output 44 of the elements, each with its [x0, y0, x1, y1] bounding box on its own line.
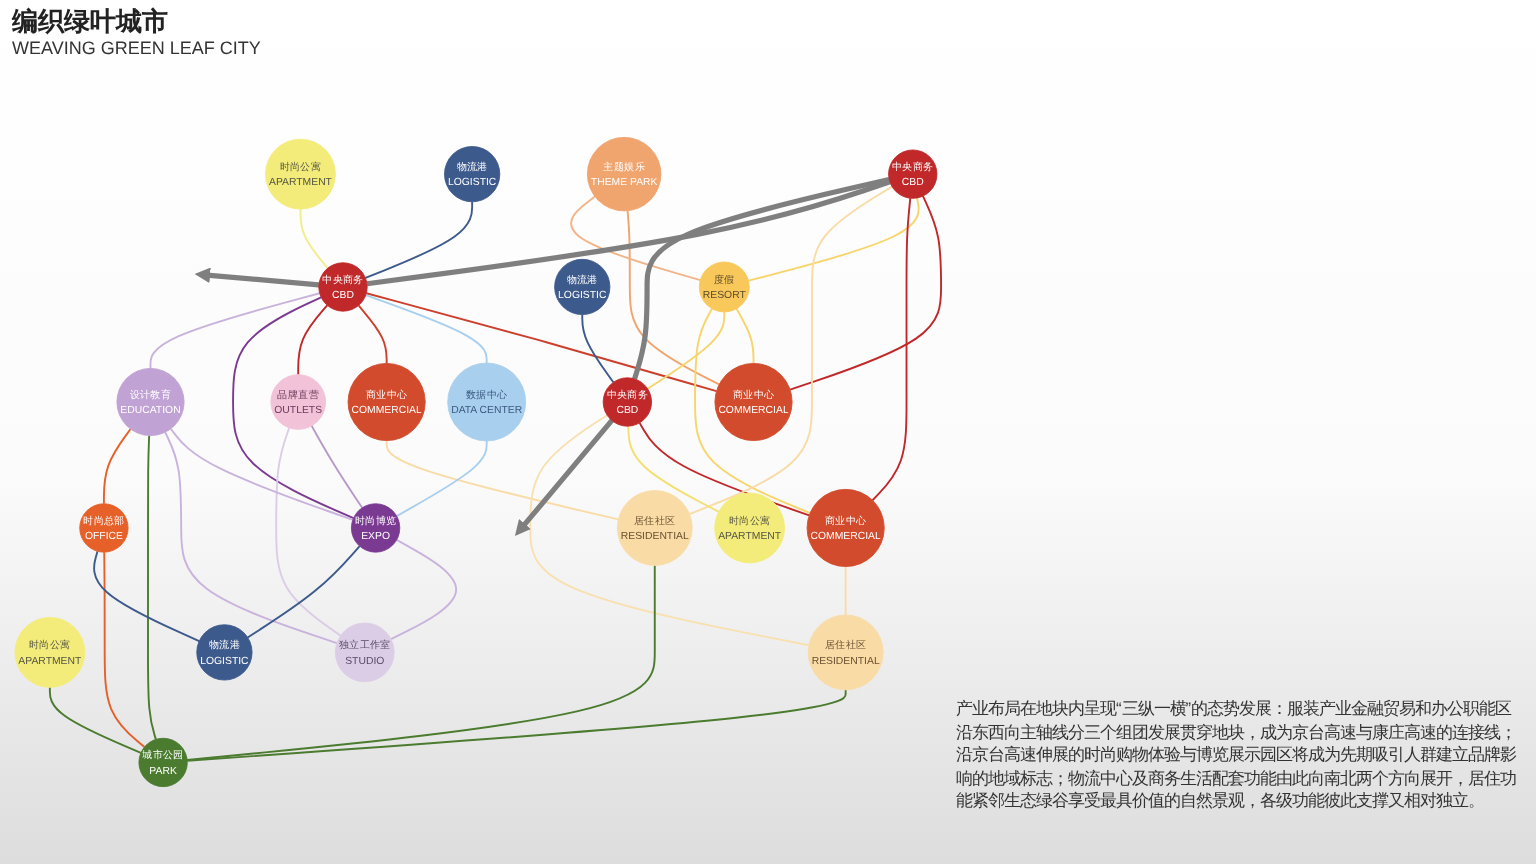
connector: [103, 551, 146, 748]
connector: [275, 426, 342, 637]
connector: [735, 307, 755, 365]
connector: [364, 200, 474, 279]
connector: [632, 177, 890, 380]
description-paragraph: 产业布局在地块内呈现“三纵一横”的态势发展：服装产业金融贸易和办公职能区沿东西向主轴线分三个组团发展贯穿地块，成为京台高速与康庄高速的连接线；沿京台高速伸展的时尚购物体验与博览展示园区将成为先期吸引人群建立品牌影响的地域标志；物流中心及商务生活配套功能由此向南北两个方向展开，居住功能紧邻生态绿谷享受最具价值的自然景观，各级功能彼此支撑又相对独立。: [956, 698, 1518, 814]
connector: [366, 179, 891, 287]
connector: [395, 440, 488, 517]
connector: [627, 425, 720, 513]
subtitle: WEAVING GREEN LEAF CITY: [12, 38, 261, 58]
connector: [638, 421, 811, 517]
connector: [694, 307, 811, 515]
connector: [164, 431, 338, 644]
connector: [688, 185, 894, 516]
connector: [646, 311, 726, 390]
arrow: [194, 267, 322, 288]
connector: [871, 197, 912, 502]
connector: [844, 565, 847, 616]
connector: [365, 292, 718, 393]
connector: [529, 414, 810, 647]
arrow: [514, 417, 616, 536]
connector: [48, 686, 142, 754]
connector: [169, 427, 354, 521]
connector: [102, 428, 132, 505]
connector: [186, 564, 656, 762]
connector: [570, 195, 702, 281]
connector: [232, 296, 355, 520]
connector: [357, 304, 388, 365]
connector: [364, 294, 488, 364]
connector: [626, 209, 721, 386]
connector: [390, 538, 458, 641]
connector: [789, 195, 943, 391]
connector: [299, 208, 329, 270]
connector: [747, 197, 920, 282]
connector: [297, 304, 329, 376]
connector: [186, 688, 847, 762]
connector: [385, 439, 620, 521]
title: 编织绿叶城市: [12, 4, 168, 40]
connector: [246, 545, 361, 639]
connector: [149, 292, 321, 370]
connector: [581, 313, 615, 384]
connector: [310, 424, 364, 509]
connector: [147, 434, 157, 741]
connector: [93, 550, 201, 643]
